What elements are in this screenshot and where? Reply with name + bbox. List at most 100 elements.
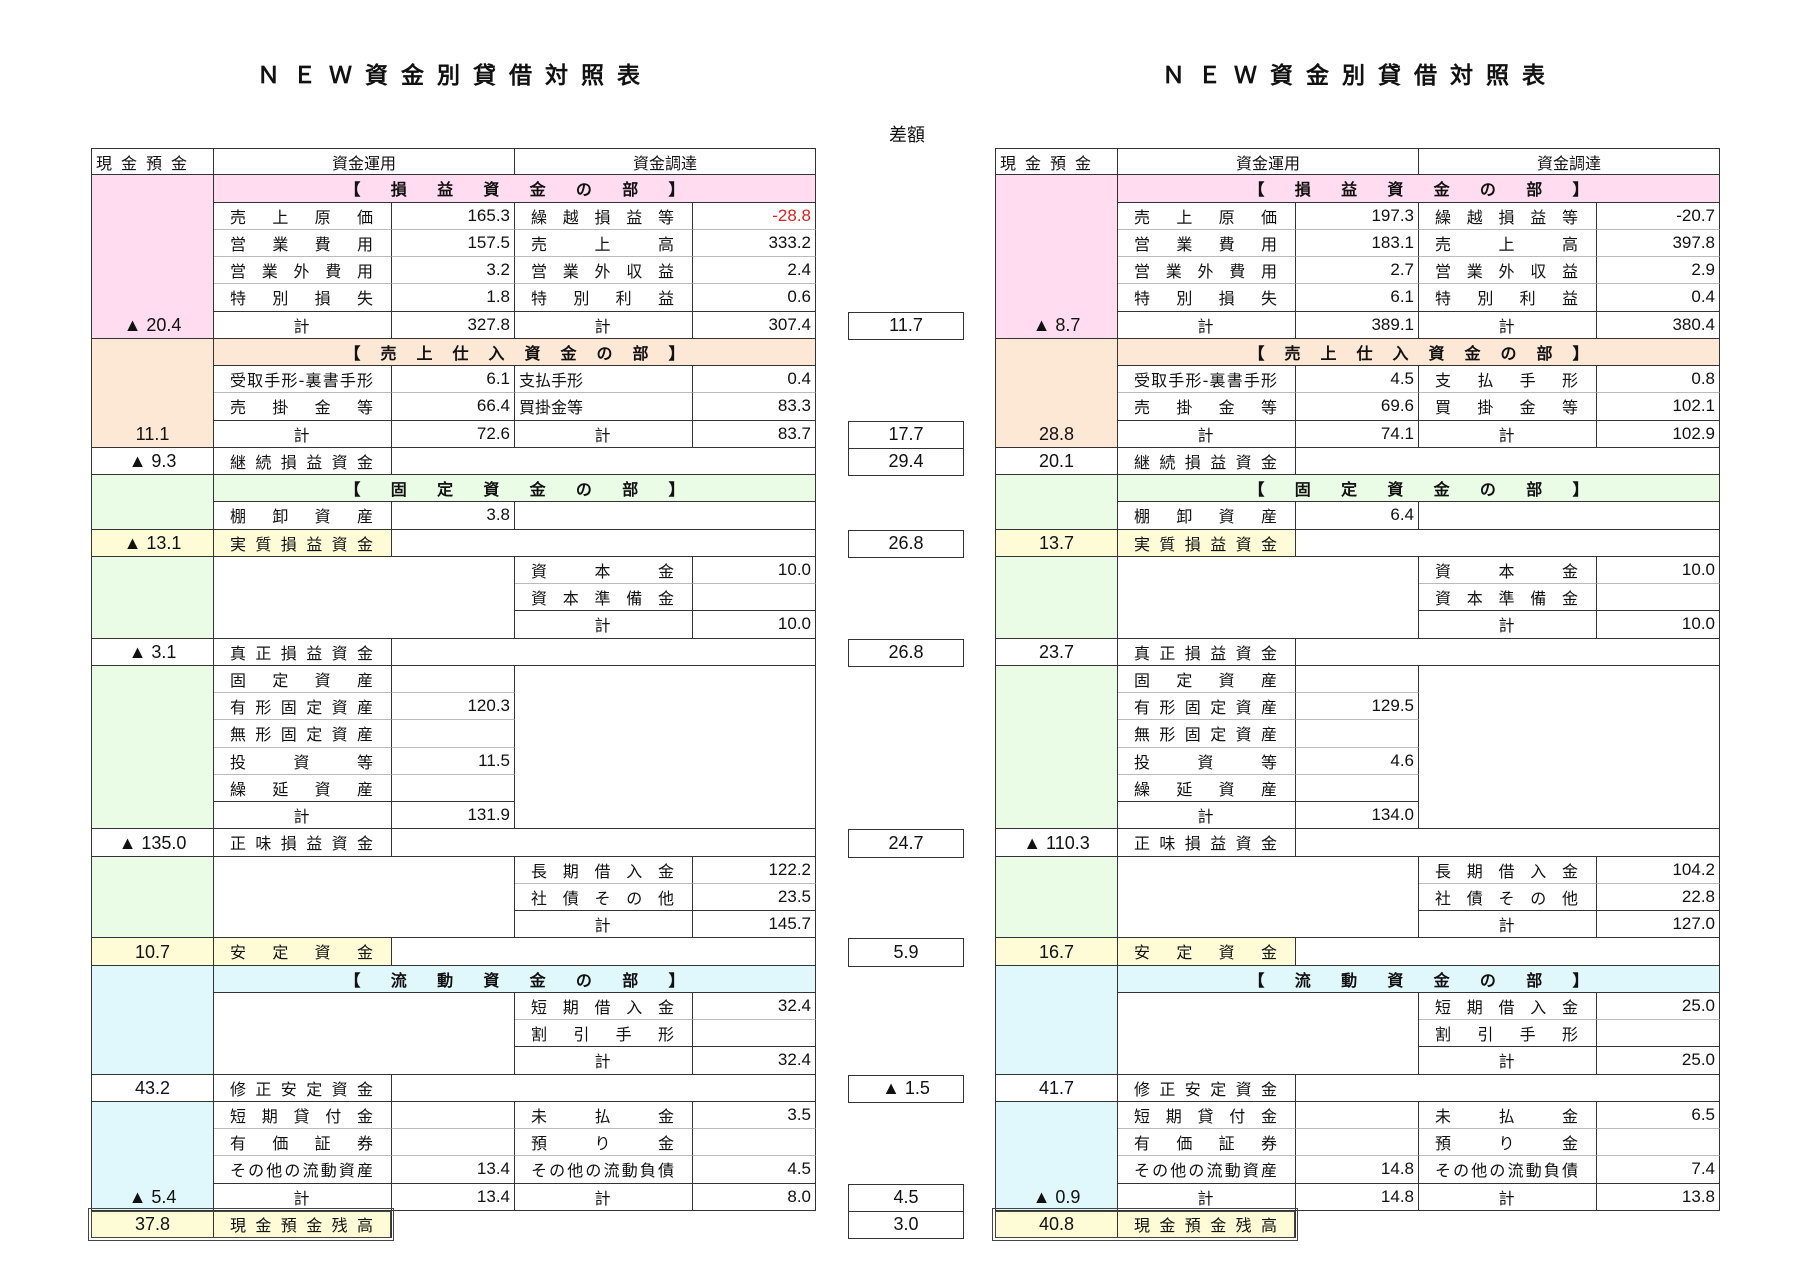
header-fund-use: 資金運用 bbox=[214, 148, 515, 176]
cell-text: 固定資産 bbox=[1134, 670, 1277, 690]
cell-text: 【損益資金の部】 bbox=[344, 180, 685, 200]
pl-src-label: 特別利益 bbox=[1419, 284, 1597, 312]
fixed_assets-use-label: 繰延資産 bbox=[1118, 774, 1296, 802]
diff-value: 24.7 bbox=[848, 829, 964, 858]
current-use-value: 14.8 bbox=[1296, 1183, 1419, 1211]
label-balance: 現金預金残高 bbox=[214, 1210, 392, 1238]
cell-text: 営業外収益 bbox=[1435, 262, 1578, 282]
cash-real: ▲ 13.1 bbox=[91, 529, 214, 557]
sales-use-value: 72.6 bbox=[392, 420, 515, 448]
cell-text: 繰越損益等 bbox=[1435, 207, 1578, 227]
fixed_assets-use-label: 有形固定資産 bbox=[1118, 693, 1296, 721]
sales-use-value: 69.6 bbox=[1296, 393, 1419, 421]
fixed_assets-use-label: 固定資産 bbox=[1118, 665, 1296, 693]
cell-text: 計 bbox=[1197, 316, 1214, 336]
pl-src-value: 2.9 bbox=[1597, 257, 1720, 285]
empty-cell bbox=[1296, 638, 1720, 666]
cell-text: 無形固定資産 bbox=[1134, 725, 1277, 745]
cell-text: 【流動資金の部】 bbox=[344, 970, 685, 990]
label-stable: 安定資金 bbox=[1118, 938, 1296, 966]
pl-src-label: 売上高 bbox=[1419, 229, 1597, 257]
inventory-label: 棚卸資産 bbox=[1118, 502, 1296, 530]
capital-src-label: 資本準備金 bbox=[1419, 584, 1597, 612]
label-true: 真正損益資金 bbox=[1118, 638, 1296, 666]
cell-text: 計 bbox=[1498, 1052, 1515, 1072]
cell-text: 現金預金残高 bbox=[1134, 1215, 1277, 1235]
diff-value: 26.8 bbox=[848, 638, 964, 667]
pl-use-value: 1.8 bbox=[392, 284, 515, 312]
pl-use-value: 327.8 bbox=[392, 311, 515, 339]
header-cash: 現金預金 bbox=[995, 148, 1118, 176]
long-debt-fill bbox=[91, 856, 214, 939]
fixed_assets-use-value bbox=[392, 720, 515, 748]
section-fixed: 【固定資金の部】 bbox=[214, 475, 816, 503]
capital-src-label: 計 bbox=[515, 611, 693, 639]
capital-fill bbox=[995, 556, 1118, 639]
sales-src-value: 83.7 bbox=[693, 420, 816, 448]
cell-text: 資本準備金 bbox=[1435, 589, 1578, 609]
cell-text: 計 bbox=[293, 1188, 310, 1208]
fixed-fill bbox=[91, 475, 214, 530]
cell-text: 営業費用 bbox=[230, 234, 373, 254]
pl-src-label: 営業外収益 bbox=[515, 257, 693, 285]
capital-fill bbox=[91, 556, 214, 639]
cell-text: 売掛金等 bbox=[1134, 398, 1277, 418]
empty-cell bbox=[515, 665, 816, 830]
cell-text: 【流動資金の部】 bbox=[1248, 970, 1589, 990]
fixed_assets-use-label: 計 bbox=[1118, 802, 1296, 830]
cell-text: 計 bbox=[293, 316, 310, 336]
current-use-value bbox=[1296, 1101, 1419, 1129]
sales-use-label: 売掛金等 bbox=[214, 393, 392, 421]
empty-cell bbox=[1419, 502, 1720, 530]
cell-text: 繰延資産 bbox=[230, 779, 373, 799]
pl-use-value: 6.1 bbox=[1296, 284, 1419, 312]
cell-text: 棚卸資産 bbox=[1134, 507, 1277, 527]
empty-cell bbox=[1296, 447, 1720, 475]
pl-use-label: 営業費用 bbox=[1118, 229, 1296, 257]
empty-cell bbox=[214, 556, 515, 639]
current-src-label: 計 bbox=[515, 1183, 693, 1211]
sales-use-value: 66.4 bbox=[392, 393, 515, 421]
pl-use-label: 計 bbox=[214, 311, 392, 339]
empty-cell bbox=[392, 447, 816, 475]
pl-src-label: 特別利益 bbox=[515, 284, 693, 312]
cell-text: 修正安定資金 bbox=[1134, 1079, 1277, 1099]
sales-src-label: 買掛金等 bbox=[1419, 393, 1597, 421]
header-fund-source: 資金調達 bbox=[515, 148, 816, 176]
cell-text: 現金預金残高 bbox=[230, 1215, 373, 1235]
fixed_assets-use-value bbox=[392, 774, 515, 802]
pl-use-value: 3.2 bbox=[392, 257, 515, 285]
long_debt-src-label: 長期借入金 bbox=[1419, 856, 1597, 884]
cell-text: 正味損益資金 bbox=[230, 834, 373, 854]
short_debt-src-value: 32.4 bbox=[693, 1047, 816, 1075]
short_debt-src-label: 計 bbox=[515, 1047, 693, 1075]
current-src-value: 3.5 bbox=[693, 1101, 816, 1129]
cell-text: 営業外収益 bbox=[531, 262, 674, 282]
fixed_assets-use-value bbox=[1296, 665, 1419, 693]
cash-sales: 28.8 bbox=[995, 338, 1118, 448]
pl-src-value: 397.8 bbox=[1597, 229, 1720, 257]
cell-text: 長期借入金 bbox=[1435, 861, 1578, 881]
empty-cell bbox=[392, 529, 816, 557]
cell-text: 安定資金 bbox=[230, 943, 373, 963]
current-use-value bbox=[1296, 1129, 1419, 1157]
cell-text: 計 bbox=[1498, 316, 1515, 336]
current-use-value bbox=[392, 1101, 515, 1129]
current-src-label: 未払金 bbox=[1419, 1101, 1597, 1129]
section-sales: 【売上仕入資金の部】 bbox=[1118, 338, 1720, 366]
pl-src-value: -28.8 bbox=[693, 202, 816, 230]
short_debt-src-label: 計 bbox=[1419, 1047, 1597, 1075]
inventory-label: 棚卸資産 bbox=[214, 502, 392, 530]
inventory-value: 6.4 bbox=[1296, 502, 1419, 530]
cell-text: 計 bbox=[594, 916, 611, 936]
empty-cell bbox=[515, 502, 816, 530]
pl-src-label: 繰越損益等 bbox=[515, 202, 693, 230]
cell-text: その他の流動負債 bbox=[1435, 1161, 1578, 1181]
current-src-value bbox=[1597, 1129, 1720, 1157]
diff-value: 3.0 bbox=[848, 1210, 964, 1239]
header-fund-use: 資金運用 bbox=[1118, 148, 1419, 176]
empty-cell bbox=[214, 992, 515, 1075]
cell-text: 無形固定資産 bbox=[230, 725, 373, 745]
cell-text: 短期貸付金 bbox=[1134, 1106, 1277, 1126]
